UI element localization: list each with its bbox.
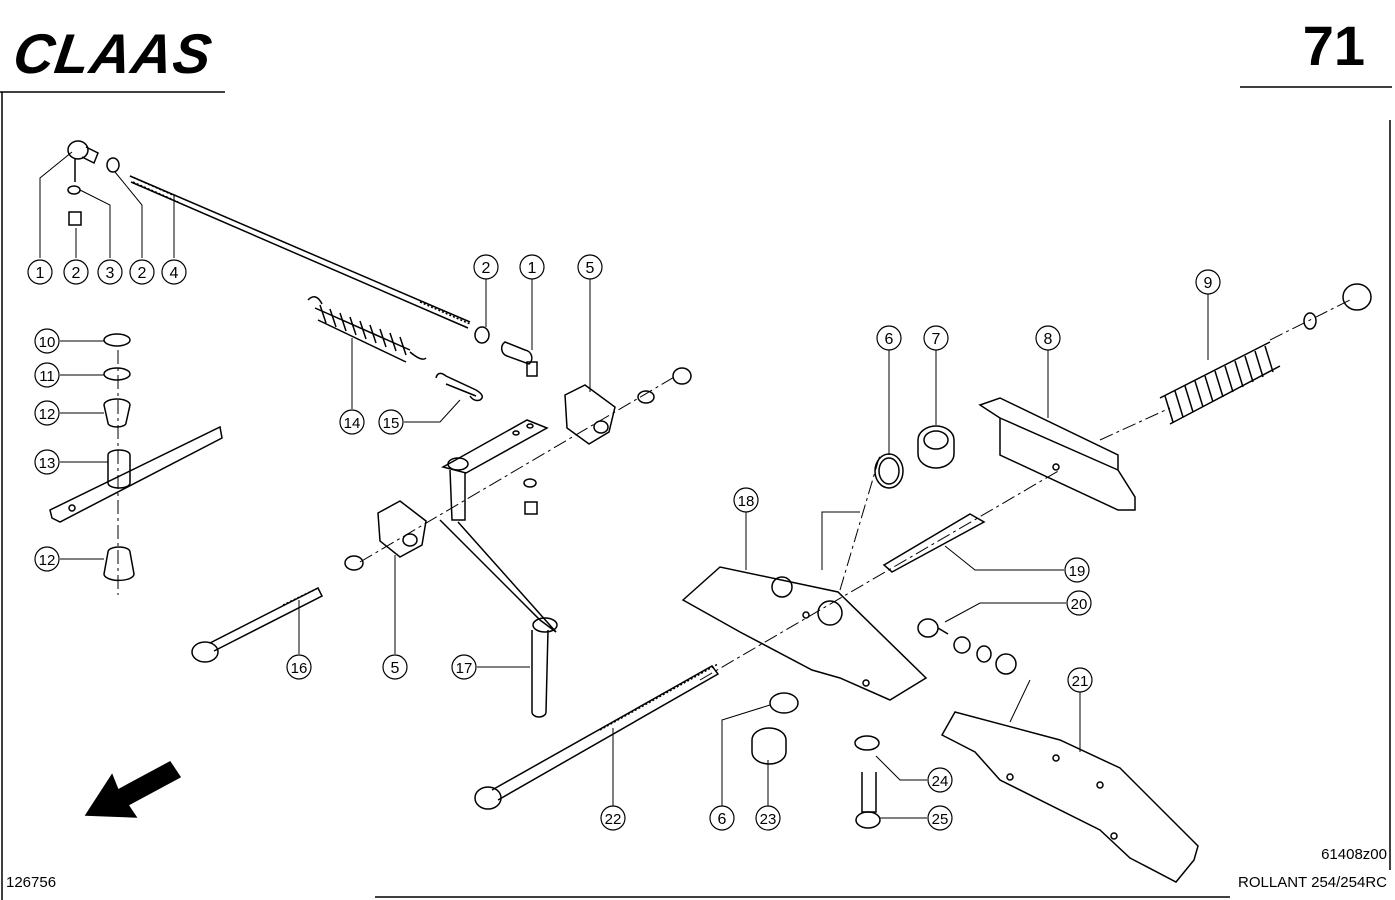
tension-spring-part-14	[307, 296, 427, 363]
callout-24: 24	[927, 767, 953, 793]
model-label: ROLLANT 254/254RC	[1238, 874, 1387, 891]
callout-21: 21	[1067, 667, 1093, 693]
callout-12: 12	[34, 400, 60, 426]
assembly-axis-lines	[117, 299, 1351, 681]
callout-6b: 6	[709, 805, 735, 831]
callout-8: 8	[1035, 325, 1061, 351]
svg-text:19: 19	[1069, 563, 1086, 580]
callout-2c: 2	[473, 254, 499, 280]
svg-text:7: 7	[932, 331, 941, 348]
ball-joint-part-1-right	[474, 326, 538, 377]
bolt-part-16	[191, 586, 324, 663]
callout-18: 18	[733, 487, 759, 513]
ball-joint-part-1-top	[67, 140, 120, 226]
mounting-plate-part-18	[681, 566, 928, 701]
callout-1: 1	[27, 259, 53, 285]
clamp-block-part-5-upper	[564, 367, 692, 445]
figure-code: 61408z00	[1321, 846, 1387, 863]
callout-14: 14	[339, 409, 365, 435]
svg-text:8: 8	[1044, 331, 1053, 348]
callout-3: 3	[97, 259, 123, 285]
lever-arm	[439, 419, 558, 718]
svg-text:17: 17	[456, 660, 473, 677]
callout-2: 2	[63, 259, 89, 285]
lower-ring-bushing-washer-bolt	[751, 692, 881, 829]
svg-text:23: 23	[760, 811, 777, 828]
svg-text:9: 9	[1204, 275, 1213, 292]
svg-text:2: 2	[138, 265, 147, 282]
callout-16: 16	[286, 654, 312, 680]
svg-text:1: 1	[36, 265, 45, 282]
svg-text:6: 6	[885, 331, 894, 348]
svg-text:5: 5	[586, 260, 595, 277]
svg-text:25: 25	[932, 811, 949, 828]
svg-text:10: 10	[39, 334, 56, 351]
svg-text:12: 12	[39, 406, 56, 423]
frame-lines	[0, 86, 1392, 900]
svg-text:22: 22	[605, 811, 622, 828]
callout-7: 7	[923, 325, 949, 351]
callout-5: 5	[577, 254, 603, 280]
callout-6: 6	[876, 325, 902, 351]
svg-text:13: 13	[39, 455, 56, 472]
callout-13: 13	[34, 449, 60, 475]
svg-text:14: 14	[344, 415, 361, 432]
angle-bracket-part-8	[978, 397, 1136, 511]
s-hook-part-15	[435, 372, 483, 402]
direction-arrow-icon	[84, 761, 182, 818]
bolt-part-22	[474, 663, 720, 810]
svg-text:6: 6	[718, 811, 727, 828]
callout-11: 11	[34, 362, 60, 388]
bolt-washers-part-20	[917, 618, 1017, 675]
leader-lines	[39, 151, 1209, 819]
drawing-number: 126756	[6, 874, 57, 891]
svg-text:24: 24	[932, 773, 949, 790]
callout-12b: 12	[34, 546, 60, 572]
callout-25: 25	[927, 805, 953, 831]
callout-20: 20	[1066, 590, 1092, 616]
bushing-stack-left	[49, 333, 223, 582]
callout-layer: 1 2 3 2 4 2 1 5 10 11 12 13 12 14 15 16 …	[27, 254, 1221, 831]
callout-23: 23	[755, 805, 781, 831]
svg-text:2: 2	[482, 260, 491, 277]
callout-9: 9	[1195, 269, 1221, 295]
callout-17: 17	[451, 654, 477, 680]
threaded-rod-part-4	[129, 175, 471, 329]
page-number: 71	[1302, 14, 1365, 77]
callout-19: 19	[1064, 557, 1090, 583]
compression-spring-part-9	[1159, 283, 1372, 425]
svg-text:4: 4	[170, 265, 179, 282]
svg-text:5: 5	[391, 660, 400, 677]
guide-plate-part-21	[940, 711, 1199, 883]
svg-text:2: 2	[72, 265, 81, 282]
pin-part-19	[882, 513, 986, 573]
svg-text:21: 21	[1072, 673, 1089, 690]
svg-text:18: 18	[738, 493, 755, 510]
callout-1b: 1	[519, 254, 545, 280]
callout-5b: 5	[382, 654, 408, 680]
callout-15: 15	[378, 409, 404, 435]
svg-text:15: 15	[383, 415, 400, 432]
callout-10: 10	[34, 328, 60, 354]
callout-2b: 2	[129, 259, 155, 285]
svg-text:20: 20	[1071, 596, 1088, 613]
svg-text:3: 3	[106, 265, 115, 282]
svg-text:12: 12	[39, 552, 56, 569]
clamp-block-part-5-lower	[344, 500, 427, 571]
svg-text:16: 16	[291, 660, 308, 677]
ring-and-bushing-part-6-7	[874, 425, 955, 489]
svg-text:11: 11	[39, 368, 55, 385]
callout-4: 4	[161, 259, 187, 285]
svg-text:1: 1	[528, 260, 537, 277]
callout-22: 22	[600, 805, 626, 831]
